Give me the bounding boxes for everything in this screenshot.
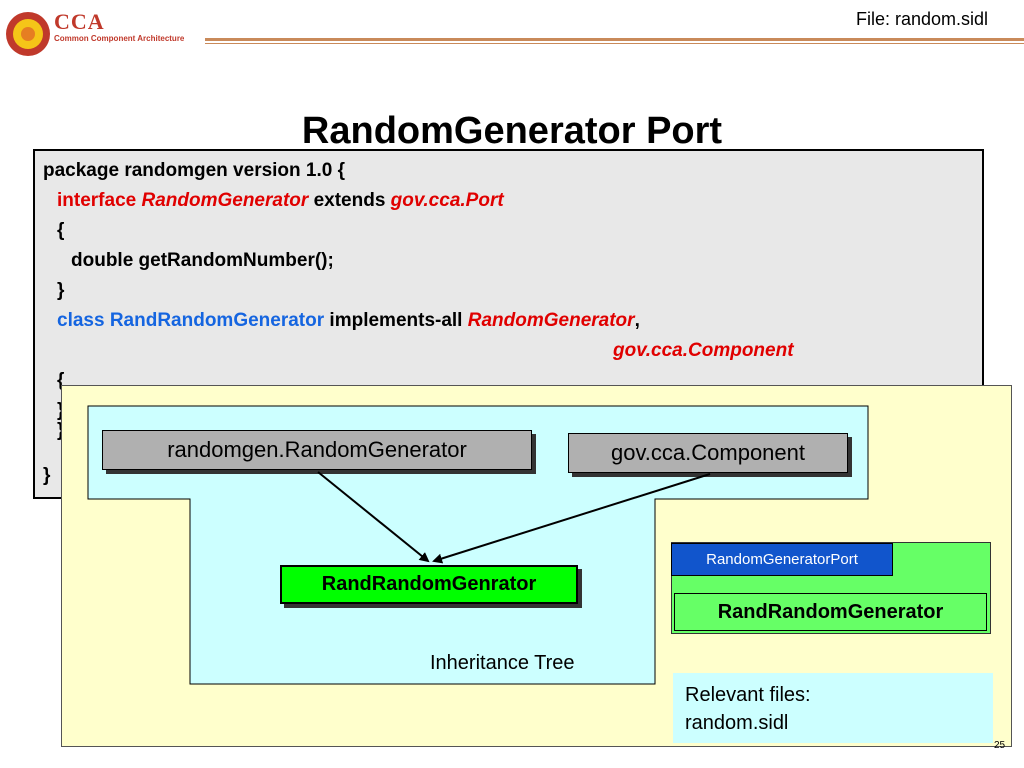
code-line-inner-1: }	[57, 396, 64, 426]
code-interface-parent: gov.cca.Port	[390, 190, 504, 211]
code-comma: ,	[634, 310, 640, 331]
arrow-random-generator-to-impl	[317, 471, 430, 563]
arrow-component-to-impl	[432, 473, 711, 564]
code-line-method: double getRandomNumber();	[71, 250, 334, 271]
file-label: File: random.sidl	[855, 9, 988, 29]
code-line-inner-2: }	[57, 416, 64, 446]
code-line-package: package randomgen version 1.0 {	[43, 160, 346, 181]
header-rule	[205, 38, 1024, 41]
logo-subtitle: Common Component Architecture	[54, 34, 185, 43]
code-line-open-brace: {	[57, 220, 65, 241]
code-line-class: class RandRandomGenerator implements-all…	[57, 306, 640, 336]
code-impl-2: gov.cca.Component	[613, 340, 794, 361]
code-keyword-extends: extends	[313, 190, 386, 211]
code-keyword-class: class	[57, 310, 105, 331]
inheritance-tree-label: Inheritance Tree	[430, 652, 575, 674]
relevant-files-heading: Relevant files:	[685, 684, 811, 706]
legend-port-label: RandomGeneratorPort	[671, 543, 893, 576]
relevant-files-box: Relevant files: random.sidl	[673, 673, 993, 743]
inheritance-tree-region	[87, 405, 869, 685]
logo-title: CCA	[54, 9, 105, 34]
node-rand-random-genrator: RandRandomGenrator	[280, 565, 578, 604]
node-gov-cca-component: gov.cca.Component	[568, 433, 848, 473]
cca-logo-icon	[6, 12, 50, 56]
page-number: 25	[994, 740, 1006, 751]
code-line-final-close: }	[43, 465, 51, 486]
code-class-name: RandRandomGenerator	[109, 310, 325, 331]
node-random-generator: randomgen.RandomGenerator	[102, 430, 532, 470]
legend-component-label: RandRandomGenerator	[674, 593, 987, 631]
code-line-interface: interface RandomGenerator extends gov.cc…	[57, 186, 504, 216]
code-impl-1: RandomGenerator	[467, 310, 635, 331]
header-rule-thin	[205, 43, 1024, 44]
code-line-close-brace: }	[57, 280, 65, 301]
code-keyword-implements: implements-all	[329, 310, 463, 331]
relevant-file-item: random.sidl	[685, 712, 789, 734]
code-interface-name: RandomGenerator	[141, 190, 309, 211]
code-keyword-interface: interface	[57, 190, 137, 211]
code-line-impl-2: gov.cca.Component	[613, 336, 794, 366]
code-line-open-brace-2: {	[57, 370, 65, 391]
slide-title: RandomGenerator Port	[301, 110, 723, 152]
